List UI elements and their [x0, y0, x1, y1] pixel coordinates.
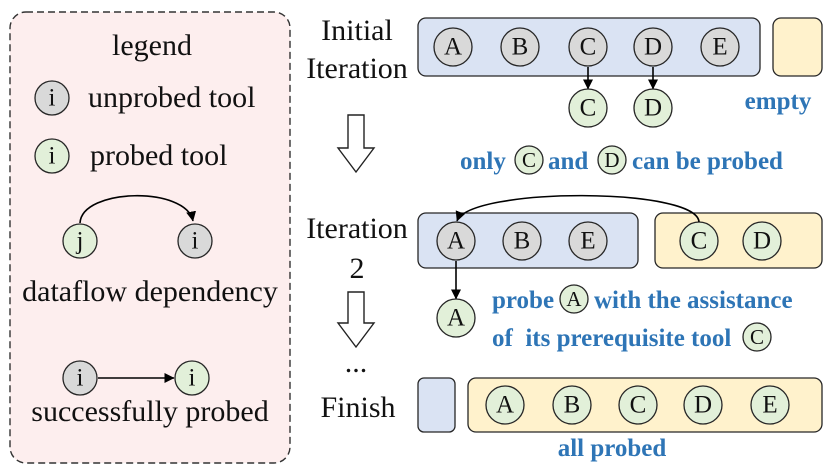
note-text: only — [460, 148, 506, 175]
inline-tool-circle — [597, 145, 627, 175]
tool-letter: E — [762, 392, 777, 419]
legend-panel: legend i unprobed tool i probed tool j i… — [9, 11, 291, 464]
unprobed-tool-circle — [436, 221, 476, 261]
unprobed-tool-circle — [34, 80, 70, 116]
stage-label-line2: Iteration — [306, 52, 408, 85]
probed-tool-circle — [618, 385, 658, 425]
probed-tool-circle — [568, 88, 608, 128]
tool-letter: D — [694, 392, 712, 419]
tool-letter: B — [514, 228, 531, 255]
tool-letter: i — [189, 365, 196, 392]
inline-tool-circle — [514, 145, 544, 175]
stage-iteration-2: Iteration 2 A B E C D A probe A with the… — [306, 194, 823, 352]
note-text: and — [548, 148, 588, 175]
tool-letter: B — [512, 34, 529, 61]
stage-initial: Initial Iteration A B C D E empty C D on… — [306, 14, 823, 175]
tool-letter: C — [691, 228, 708, 255]
tool-letter: A — [447, 228, 465, 255]
tool-letter: A — [496, 392, 514, 419]
tool-letter: i — [49, 143, 56, 170]
legend-title: legend — [112, 29, 192, 62]
probed-tool-circle — [683, 385, 723, 425]
stage-label-line1: Initial — [321, 14, 393, 47]
probed-tool-circle — [62, 223, 98, 259]
down-arrow-icon — [336, 291, 376, 349]
tool-letter: B — [564, 392, 581, 419]
stage-finish: Finish A B C D E all probed — [320, 377, 823, 462]
probed-tool-circle — [436, 298, 476, 338]
tool-letter: A — [444, 34, 462, 61]
tool-letter: i — [49, 85, 56, 112]
dependency-curved-arrow — [455, 194, 700, 223]
legend-unprobed-entry: i unprobed tool — [34, 80, 255, 116]
note-text: can be probed — [632, 148, 783, 175]
tool-letter: E — [580, 228, 595, 255]
stage-label: Finish — [320, 391, 395, 424]
probed-tool-circle — [633, 88, 673, 128]
unprobed-tool-circle — [502, 221, 542, 261]
unprobed-tool-circle — [500, 27, 540, 67]
tool-letter: D — [604, 148, 619, 172]
dependency-curved-arrow — [79, 194, 197, 224]
tool-letter: E — [712, 34, 727, 61]
down-arrow-icon — [336, 114, 376, 174]
unprobed-pool — [417, 377, 456, 433]
inline-tool-circle — [559, 284, 589, 314]
legend-probed-entry: i probed tool — [34, 138, 227, 174]
tool-letter: A — [566, 287, 582, 311]
legend-box — [9, 11, 291, 464]
legend-probed-label: probed tool — [90, 139, 227, 172]
probed-tool-circle — [750, 385, 790, 425]
note-text: all probed — [558, 435, 667, 462]
probed-tool-circle — [485, 385, 525, 425]
inline-tool-circle — [742, 322, 772, 352]
stage-label-line2: 2 — [350, 252, 365, 285]
unprobed-tool-circle — [177, 223, 213, 259]
note-text: with the assistance — [594, 287, 793, 314]
unprobed-tool-circle — [568, 27, 608, 67]
legend-success-entry: i i successfully probed — [31, 360, 269, 428]
note-text: of its prerequisite tool — [492, 325, 731, 352]
legend-dependency-entry: j i dataflow dependency — [22, 194, 278, 308]
unprobed-tool-circle — [633, 27, 673, 67]
tool-letter: C — [580, 95, 597, 122]
unprobed-tool-circle — [433, 27, 473, 67]
legend-unprobed-label: unprobed tool — [88, 81, 255, 114]
probed-pool-empty-label: empty — [745, 88, 812, 115]
tool-letter: D — [753, 228, 771, 255]
tool-letter: C — [580, 34, 597, 61]
tool-letter: C — [750, 325, 764, 349]
probed-tool-circle — [34, 138, 70, 174]
stage-label-line1: Iteration — [306, 212, 408, 245]
probed-pool — [772, 17, 823, 77]
probed-tool-circle — [174, 360, 210, 396]
tool-letter: j — [76, 228, 84, 255]
probed-tool-circle — [742, 221, 782, 261]
note-text: probe — [492, 287, 554, 314]
tool-letter: i — [192, 228, 199, 255]
tool-letter: C — [630, 392, 647, 419]
unprobed-tool-circle — [568, 221, 608, 261]
legend-dependency-label: dataflow dependency — [22, 275, 278, 308]
ellipsis: ... — [345, 346, 368, 379]
unprobed-tool-circle — [62, 360, 98, 396]
unprobed-tool-circle — [700, 27, 740, 67]
tool-letter: D — [644, 34, 662, 61]
tool-letter: D — [644, 95, 662, 122]
tool-letter: A — [447, 305, 465, 332]
tool-letter: C — [522, 148, 536, 172]
tool-letter: i — [77, 365, 84, 392]
legend-success-label: successfully probed — [31, 395, 268, 428]
probed-tool-circle — [552, 385, 592, 425]
